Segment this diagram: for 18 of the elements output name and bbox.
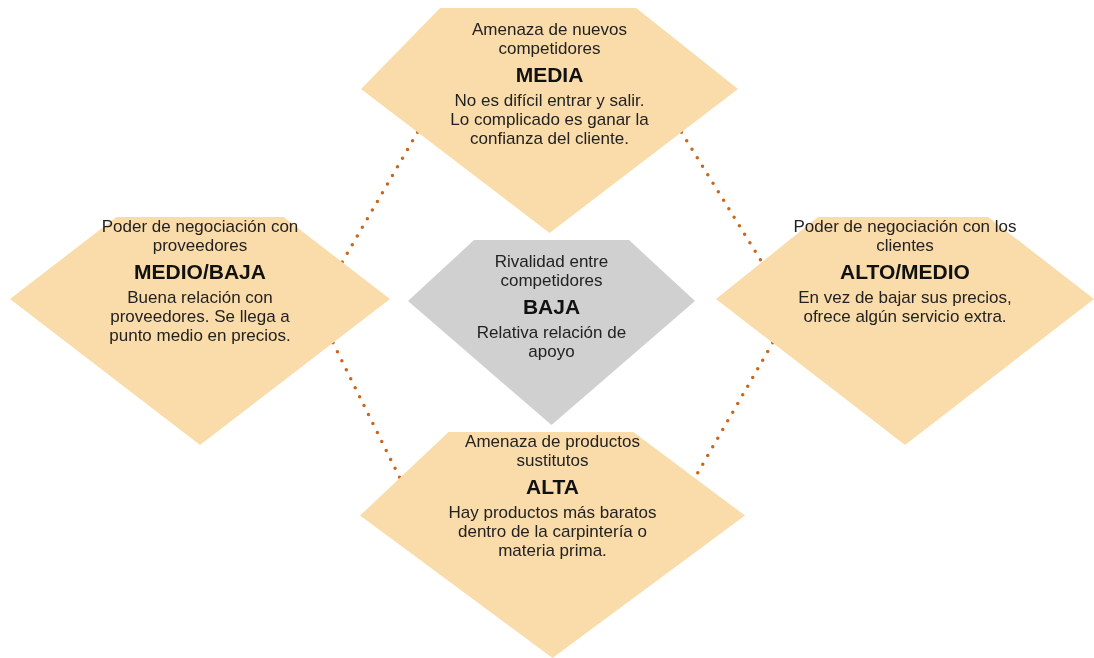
- dotted-connector: [331, 341, 402, 480]
- force-title: Poder de negociación con los clientes: [792, 217, 1018, 255]
- dotted-connector: [340, 130, 420, 264]
- force-title: Amenaza de productos sustitutos: [464, 432, 641, 470]
- force-title: Poder de negociación con proveedores: [100, 217, 300, 255]
- rating-label: ALTO/MEDIO: [839, 259, 971, 285]
- description-text: Buena relación con proveedores. Se llega a punto medio en precios.: [108, 288, 292, 345]
- description-text: No es difícil entrar y salir. Lo complicado es ganar la confianza del cliente.: [449, 91, 650, 148]
- dotted-connector: [679, 130, 764, 264]
- description-text: Hay productos más baratos dentro de la carpintería o materia prima.: [447, 503, 658, 560]
- rating-label: MEDIA: [514, 62, 585, 88]
- force-title: Amenaza de nuevos competidores: [471, 20, 628, 58]
- rating-label: MEDIO/BAJA: [133, 259, 267, 285]
- rating-label: BAJA: [521, 294, 582, 320]
- description-text: En vez de bajar sus precios, ofrece algún servicio extra.: [797, 288, 1013, 326]
- force-title: Rivalidad entre competidores: [493, 252, 610, 290]
- rating-label: ALTA: [525, 474, 580, 500]
- description-text: Relativa relación de apoyo: [475, 323, 628, 361]
